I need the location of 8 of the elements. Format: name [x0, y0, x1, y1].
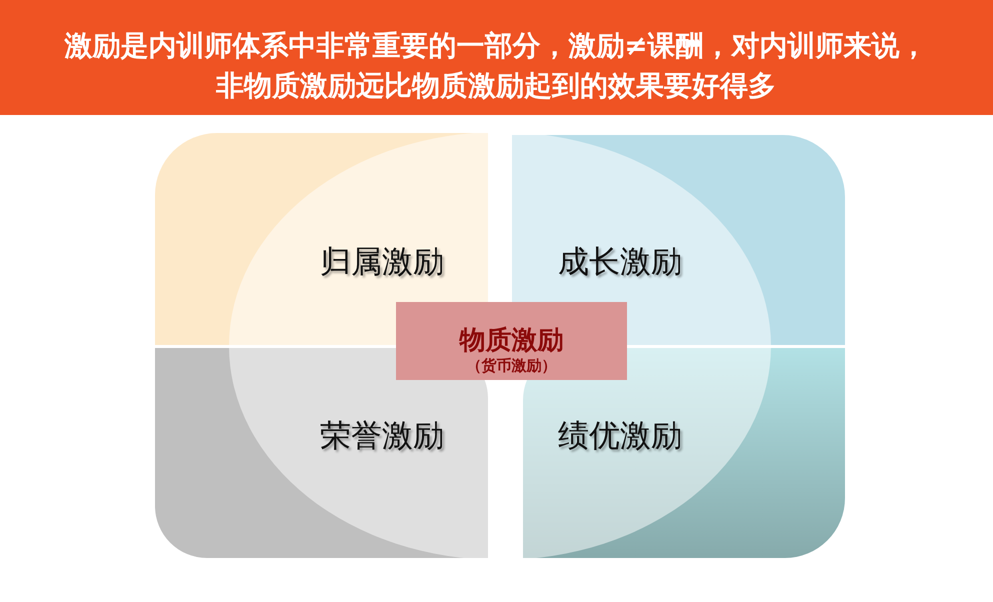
title: 激励是内训师体系中非常重要的一部分，激励≠课酬，对内训师来说，非物质激励远比物质激励起到的效果要好得多: [63, 28, 929, 104]
quadrant-label: 成长激励: [558, 243, 682, 282]
quadrant-label: 荣誉激励: [320, 417, 444, 456]
highlight-box: [396, 302, 627, 380]
quadrant-label: 归属激励: [320, 243, 444, 282]
quadrant-label: 绩优激励: [558, 417, 682, 456]
box-heading: 物质激励: [460, 324, 564, 358]
box-subtitle: （货币激励）: [466, 356, 556, 376]
